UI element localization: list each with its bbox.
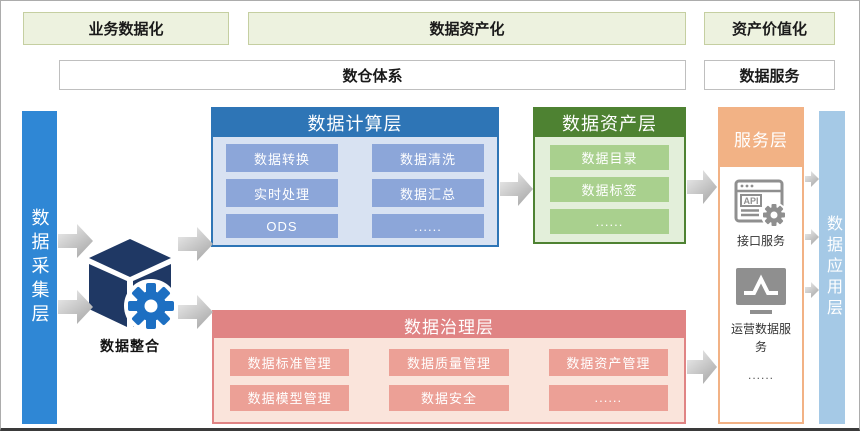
- collection-layer-bar: 数据采集层: [22, 111, 57, 424]
- asset-layer-title: 数据资产层: [535, 109, 684, 137]
- compute-layer-body: 数据转换 数据清洗 实时处理 数据汇总 ODS ......: [213, 137, 497, 245]
- service-layer-body: API 接口服务: [720, 167, 802, 422]
- service-layer-title: 服务层: [720, 109, 802, 167]
- governance-cell: ......: [548, 384, 668, 411]
- governance-layer-panel: 数据治理层 数据标准管理 数据质量管理 数据资产管理 数据模型管理 数据安全 .…: [212, 310, 686, 424]
- asset-cell: 数据标签: [550, 177, 669, 202]
- collection-layer-label: 数据采集层: [29, 207, 50, 328]
- arrow-integration-to-governance: [178, 295, 213, 329]
- integration-label: 数据整合: [100, 338, 160, 354]
- governance-cell: 数据模型管理: [230, 384, 350, 411]
- service-layer-panel: 服务层 API: [718, 107, 804, 424]
- asset-cell: 数据目录: [550, 145, 669, 170]
- arrow-service-to-app-3: [805, 282, 819, 298]
- warehouse-system-box: 数仓体系: [59, 60, 686, 90]
- compute-layer-title: 数据计算层: [213, 109, 497, 137]
- ops-monitor-icon: [736, 268, 786, 315]
- data-integration: 数据整合: [81, 237, 179, 356]
- phase-box-business-dataization: 业务数据化: [23, 12, 229, 45]
- service-more-label: ......: [747, 368, 774, 383]
- governance-cell: 数据标准管理: [230, 349, 350, 376]
- compute-cell: ......: [372, 214, 484, 238]
- compute-cell: 实时处理: [226, 179, 338, 207]
- asset-layer-panel: 数据资产层 数据目录 数据标签 ......: [533, 107, 686, 244]
- application-layer-bar: 数据应用层: [819, 111, 845, 424]
- arrow-asset-to-service: [687, 170, 717, 204]
- governance-layer-title: 数据治理层: [214, 312, 684, 338]
- compute-cell: 数据汇总: [372, 179, 484, 207]
- arrow-integration-to-compute: [178, 227, 213, 261]
- asset-layer-body: 数据目录 数据标签 ......: [535, 137, 684, 242]
- compute-cell: 数据转换: [226, 144, 338, 172]
- gear-icon: [763, 204, 785, 226]
- phase-box-asset-valorization: 资产价值化: [704, 12, 835, 45]
- governance-cell: 数据质量管理: [389, 349, 509, 376]
- arrow-governance-to-service: [687, 350, 717, 384]
- governance-layer-body: 数据标准管理 数据质量管理 数据资产管理 数据模型管理 数据安全 ......: [214, 338, 684, 422]
- application-layer-label: 数据应用层: [824, 215, 841, 320]
- integration-cube-gear-icon: [89, 239, 175, 332]
- governance-cell: 数据资产管理: [548, 349, 668, 376]
- compute-layer-panel: 数据计算层 数据转换 数据清洗 实时处理 数据汇总 ODS ......: [211, 107, 499, 247]
- governance-cell: 数据安全: [389, 384, 509, 411]
- data-service-box: 数据服务: [704, 60, 835, 90]
- compute-cell: ODS: [226, 214, 338, 238]
- arrow-service-to-app-2: [805, 229, 819, 245]
- asset-cell: ......: [550, 209, 669, 234]
- arrow-compute-to-asset: [500, 172, 533, 206]
- arrow-service-to-app-1: [805, 171, 819, 187]
- svg-text:API: API: [743, 196, 758, 206]
- api-service-label: 接口服务: [736, 234, 785, 248]
- api-service-icon: API: [734, 179, 787, 228]
- gear-icon: [128, 283, 174, 329]
- phase-box-data-assetization: 数据资产化: [248, 12, 686, 45]
- ops-data-service-label: 运营数据服务: [730, 322, 791, 354]
- compute-cell: 数据清洗: [372, 144, 484, 172]
